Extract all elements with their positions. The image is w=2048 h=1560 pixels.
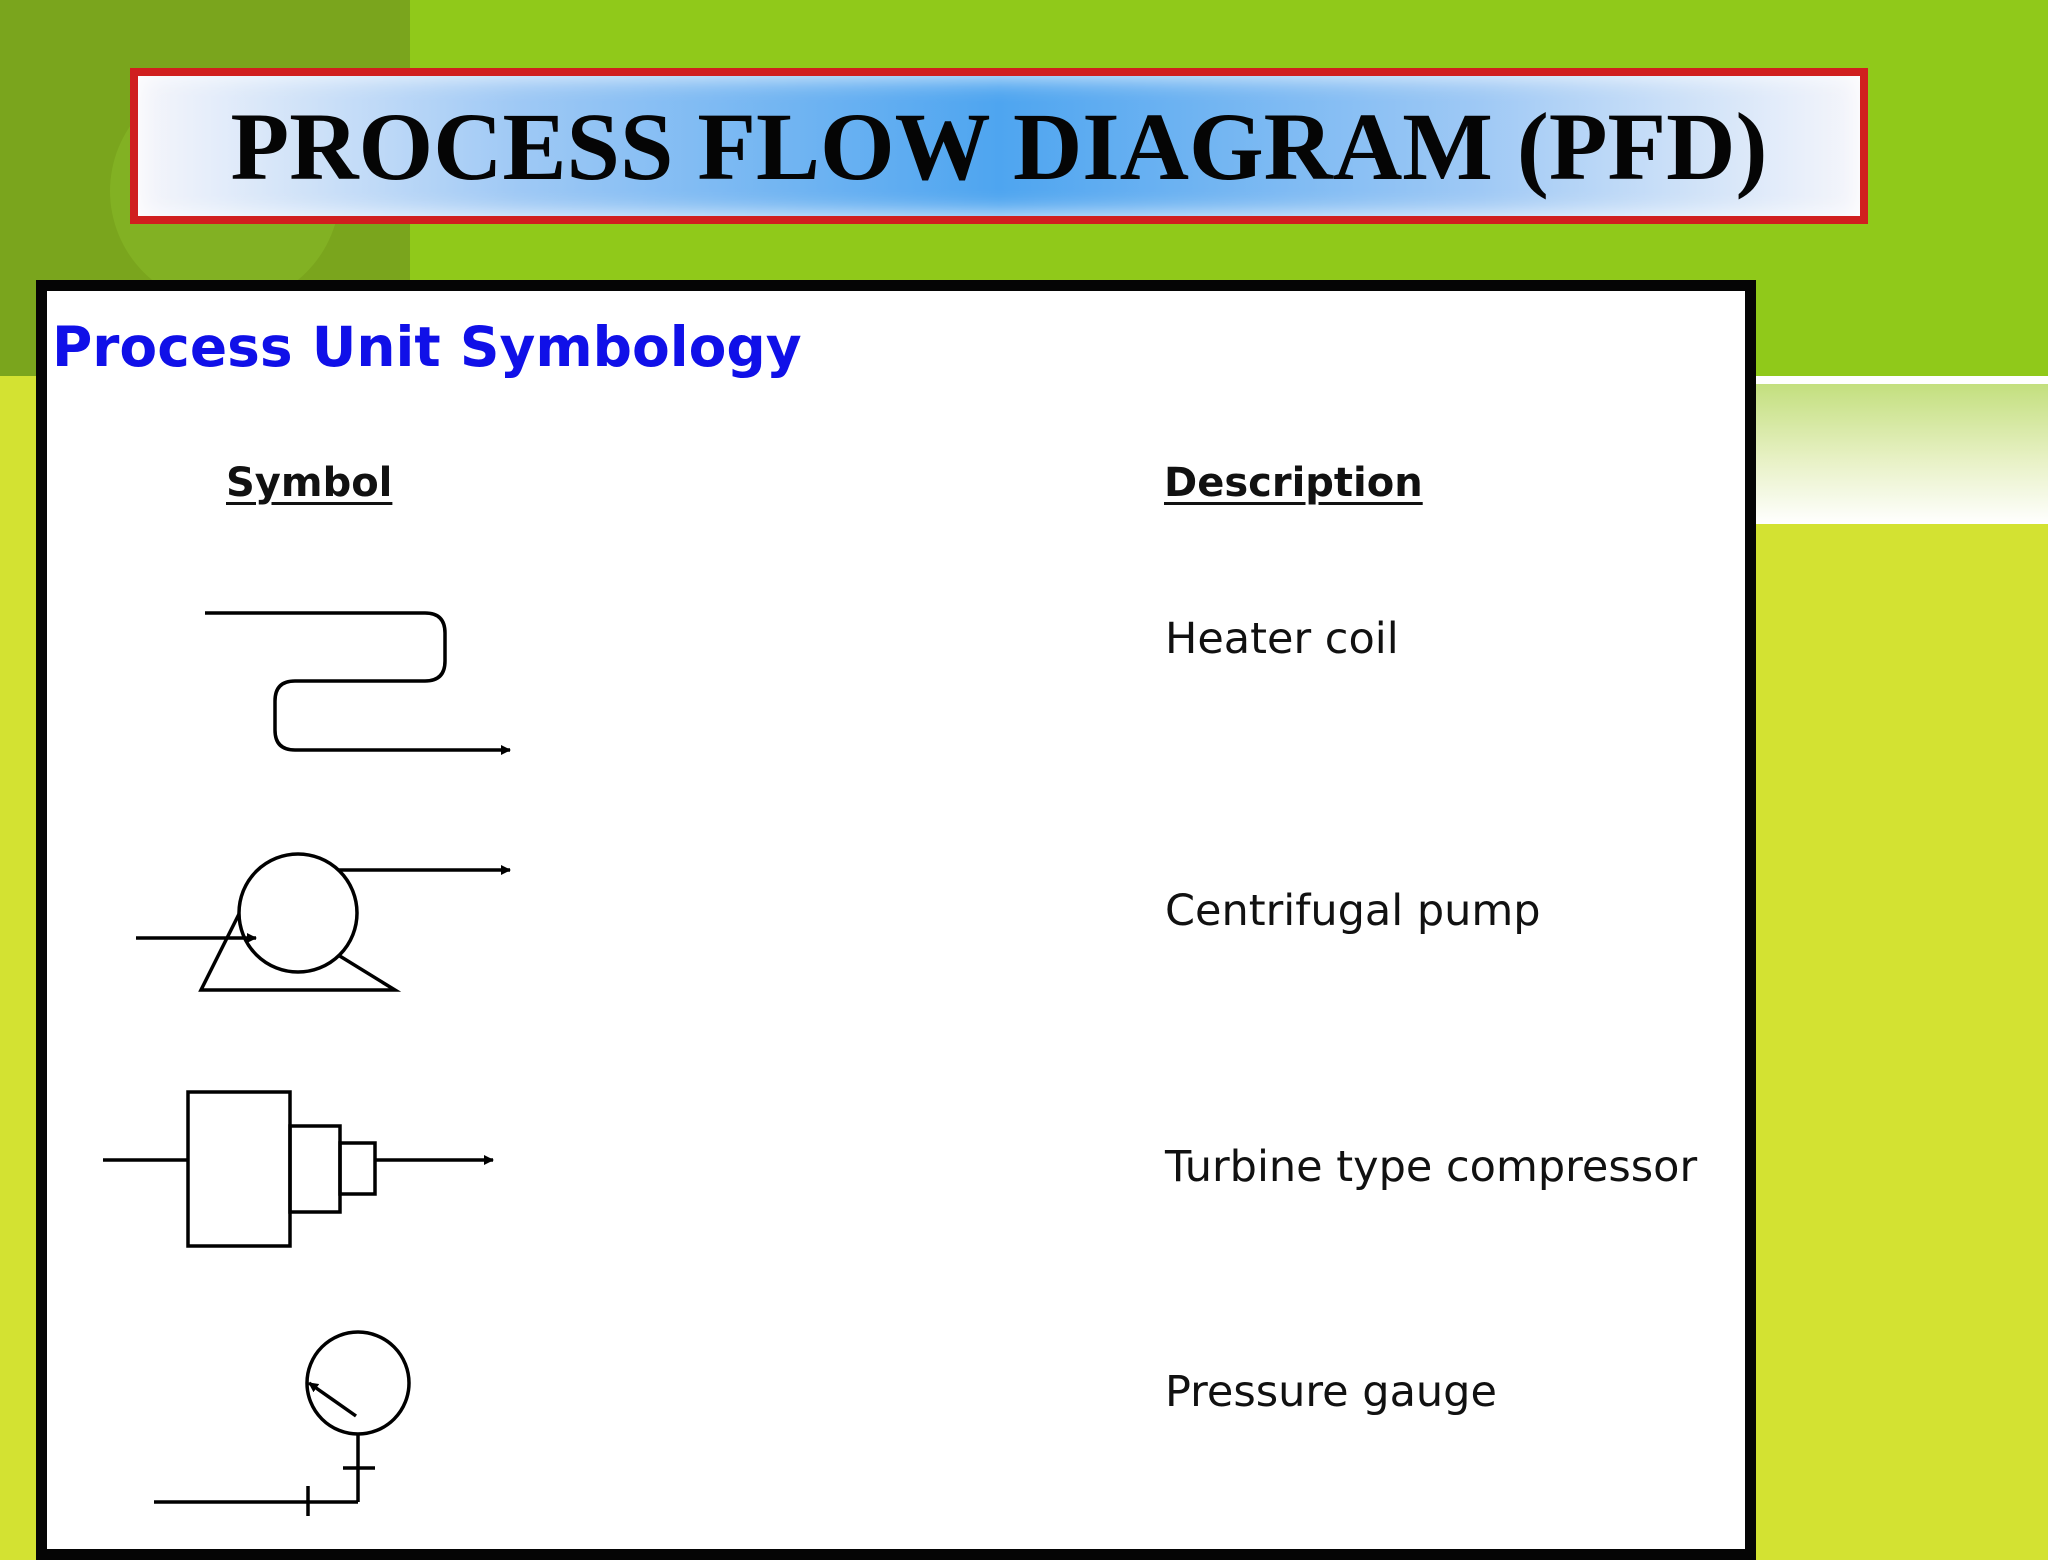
section-heading: Process Unit Symbology: [52, 315, 802, 379]
description-pressure-gauge: Pressure gauge: [1165, 1367, 1497, 1417]
description-turbine-compressor: Turbine type compressor: [1165, 1142, 1698, 1192]
column-header-description: Description: [1164, 460, 1423, 506]
slide-title: PROCESS FLOW DIAGRAM (PFD): [230, 92, 1768, 200]
title-banner: PROCESS FLOW DIAGRAM (PFD): [130, 68, 1868, 224]
description-centrifugal-pump: Centrifugal pump: [1165, 886, 1541, 936]
background-right-fade: [1738, 384, 2048, 524]
description-heater-coil: Heater coil: [1165, 614, 1399, 664]
background-right-stripe: [1738, 376, 2048, 384]
column-header-symbol: Symbol: [226, 460, 393, 506]
